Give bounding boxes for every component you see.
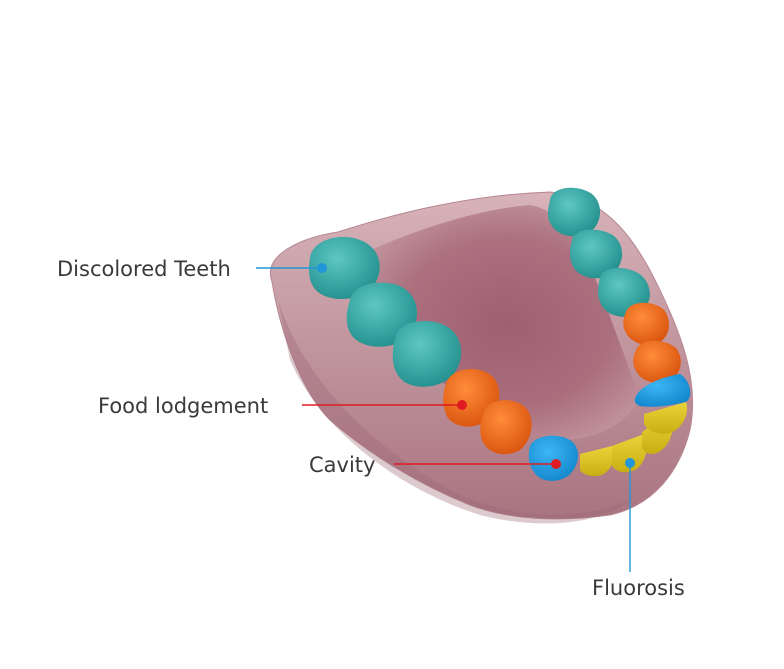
tooth-fluorosis-2 (612, 434, 647, 473)
food-lodgement-teeth (443, 302, 681, 455)
tooth-fluorosis-1 (580, 446, 615, 477)
tooth-cavity-2 (634, 374, 691, 407)
leader-cavity (394, 459, 561, 469)
tooth-discolored-1 (308, 236, 380, 300)
tooth-food-2 (480, 400, 532, 455)
palate (345, 205, 640, 440)
tooth-food-4 (633, 340, 681, 383)
tooth-cavity-1 (528, 435, 579, 481)
fluorosis-teeth (580, 402, 688, 477)
tooth-discolored-3 (392, 321, 462, 387)
cavity-teeth (528, 374, 691, 481)
tooth-discolored-5 (570, 229, 623, 279)
tooth-fluorosis-4 (644, 402, 688, 434)
tooth-discolored-4 (548, 187, 601, 237)
label-discolored-teeth: Discolored Teeth (57, 257, 231, 281)
leader-fluorosis (625, 458, 635, 572)
label-cavity: Cavity (309, 453, 376, 477)
leader-discolored (256, 263, 327, 273)
tooth-food-3 (623, 302, 669, 345)
leader-food (302, 400, 467, 410)
discolored-teeth-left (308, 236, 462, 387)
label-food-lodgement: Food lodgement (98, 394, 269, 418)
label-fluorosis: Fluorosis (592, 576, 685, 600)
